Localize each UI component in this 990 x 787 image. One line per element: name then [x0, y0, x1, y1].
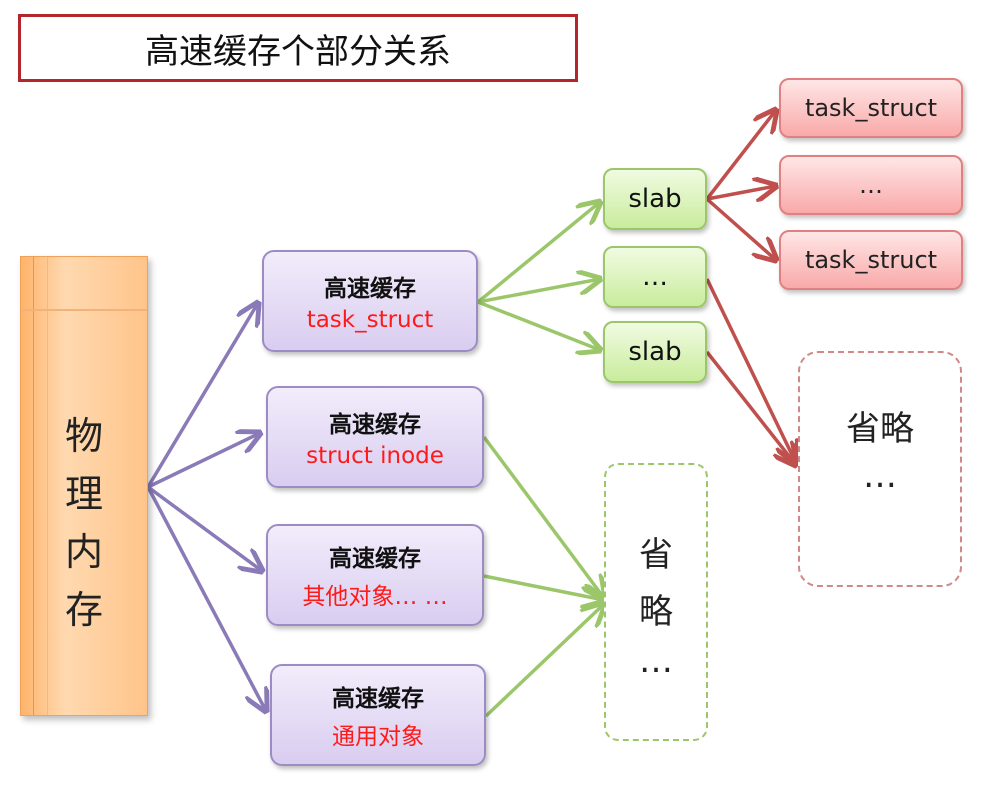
arrow-slab1-obj1 — [705, 110, 776, 201]
cache-general-objects: 高速缓存 通用对象 — [270, 664, 486, 766]
object-ellipsis: … — [779, 155, 963, 215]
arrow-slab3-omit — [705, 350, 796, 465]
arrow-cache1-slab2 — [477, 279, 600, 304]
cache-task-struct: 高速缓存 task_struct — [262, 250, 478, 352]
arrow-memory-cache4 — [146, 486, 266, 711]
slab-ellipsis-box: … — [603, 246, 707, 308]
slab-box: slab — [603, 321, 707, 383]
arrow-cache3-omit — [483, 574, 604, 600]
arrow-slab1-obj3 — [705, 197, 776, 260]
physical-memory-label: 物 理 内 存 — [64, 414, 103, 632]
cache-other-objects: 高速缓存 其他对象… … — [266, 524, 484, 626]
arrow-memory-cache1 — [146, 303, 258, 488]
arrow-cache2-omit — [482, 435, 604, 598]
omitted-right-box: 省略 … — [798, 351, 962, 587]
arrow-cache1-slab3 — [477, 300, 600, 350]
object-task-struct: task_struct — [779, 230, 963, 290]
cache-struct-inode: 高速缓存 struct inode — [266, 386, 484, 488]
arrow-cache1-slab1 — [476, 202, 600, 304]
diagram-title: 高速缓存个部分关系 — [18, 14, 578, 82]
physical-memory-block: 物 理 内 存 — [20, 256, 148, 716]
slab-box: slab — [603, 168, 707, 230]
arrow-memory-cache3 — [146, 485, 262, 571]
arrow-memory-cache2 — [147, 433, 260, 489]
arrow-cache4-omit — [484, 604, 604, 718]
arrow-slab2-omit — [705, 278, 796, 463]
object-task-struct: task_struct — [779, 78, 963, 138]
omitted-middle-box: 省 略 … — [604, 463, 708, 741]
arrow-slab1-obj2 — [706, 186, 776, 199]
